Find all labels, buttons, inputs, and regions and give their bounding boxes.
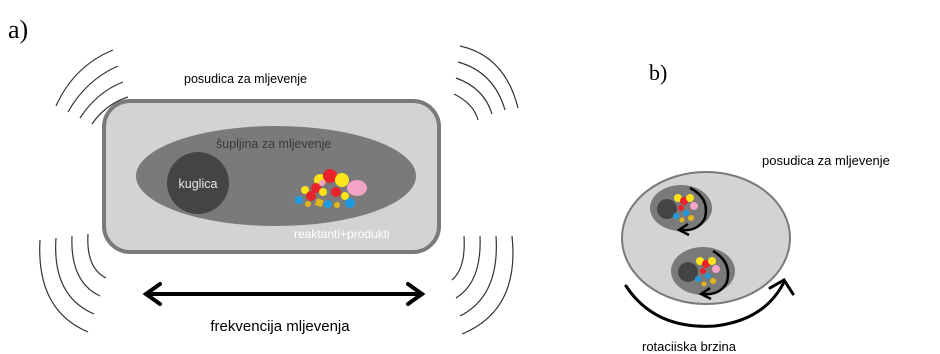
panel-b: b) posudica za mljevenje — [621, 60, 890, 354]
small-jar-upper — [650, 185, 712, 237]
panel-a: a) posudica za mljeven — [8, 15, 519, 335]
jar-label-b: posudica za mljevenje — [762, 153, 890, 168]
panel-b-label: b) — [649, 60, 667, 85]
vibration-lines-bottom-left — [39, 233, 107, 333]
cavity-label: šupljina za mljevenje — [216, 137, 331, 151]
panel-a-label: a) — [8, 15, 28, 44]
jar-label-a: posudica za mljevenje — [184, 72, 307, 86]
vibration-lines-top-right — [453, 45, 519, 121]
reactant-particles-a — [295, 169, 367, 208]
milling-ball — [167, 152, 229, 214]
small-jar-lower — [671, 247, 735, 301]
content-label: reaktanti+produkti — [294, 227, 390, 241]
vibration-lines-top-left — [55, 49, 129, 125]
frequency-label: frekvencija mljevenja — [210, 318, 350, 335]
frequency-double-arrow — [142, 282, 426, 306]
speed-label: rotaciiska brzina — [642, 339, 737, 354]
ball-label: kuglica — [179, 177, 218, 191]
rotation-arrow — [624, 277, 795, 328]
vibration-lines-bottom-right — [451, 235, 514, 335]
